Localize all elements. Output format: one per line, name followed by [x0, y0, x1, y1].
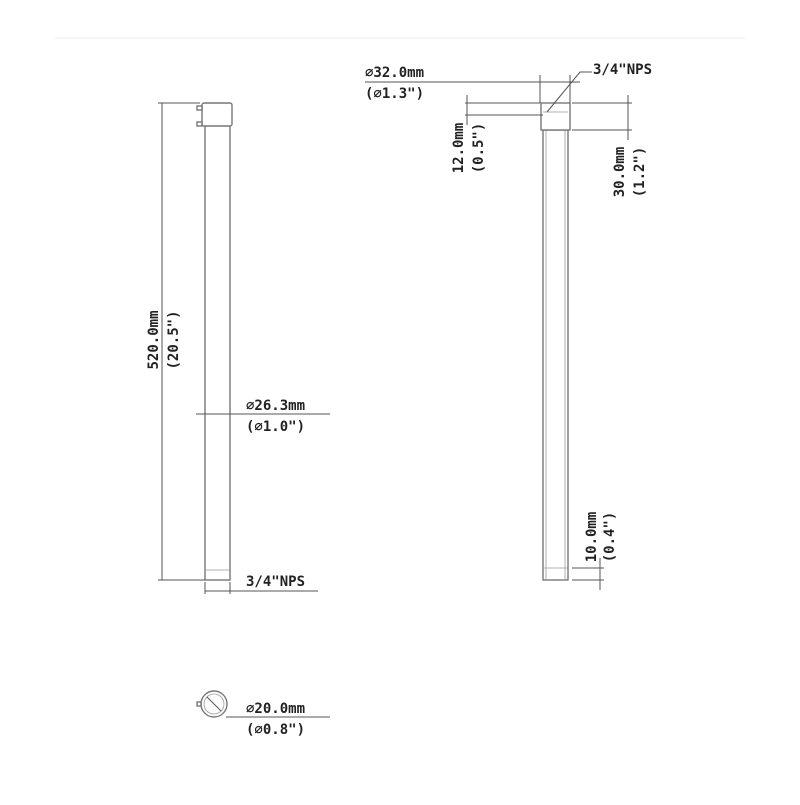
bottom-thread-label: 3/4"NPS: [246, 574, 305, 590]
thread-len-mm: 12.0mm: [451, 123, 467, 174]
cap-dia-in: (∅1.3"): [365, 86, 424, 102]
top-thread-label: 3/4"NPS: [593, 62, 652, 78]
end-dia-in: (∅0.8"): [246, 722, 305, 738]
end-view: ∅20.0mm (∅0.8"): [196, 690, 330, 738]
cap-dia-mm: ∅32.0mm: [365, 65, 424, 81]
cap-screw: [196, 105, 203, 111]
cap-len-in: (1.2"): [632, 147, 648, 198]
body-dia-mm: ∅26.3mm: [246, 398, 305, 414]
cap-len-mm: 30.0mm: [612, 147, 628, 198]
pipe-cap: [201, 102, 233, 127]
section-cap: [540, 102, 571, 131]
body-dia-in: (∅1.0"): [246, 419, 305, 435]
thread-leader: [546, 71, 592, 113]
bottom-len-in: (0.4"): [602, 512, 618, 563]
pipe-body: [204, 124, 231, 581]
section-view: ∅32.0mm (∅1.3") 3/4"NPS 12.0mm (0.5") 30…: [365, 62, 652, 590]
length-mm: 520.0mm: [146, 310, 162, 369]
bottom-len-mm: 10.0mm: [584, 512, 600, 563]
end-inner-circle: [203, 693, 225, 715]
cap-screw: [196, 121, 203, 127]
section-body: [542, 129, 569, 581]
end-dia-mm: ∅20.0mm: [246, 701, 305, 717]
length-in: (20.5"): [166, 310, 182, 369]
side-view: 520.0mm (20.5") ∅26.3mm (∅1.0") 3/4"NPS: [146, 102, 330, 594]
thread-len-in: (0.5"): [471, 123, 487, 174]
